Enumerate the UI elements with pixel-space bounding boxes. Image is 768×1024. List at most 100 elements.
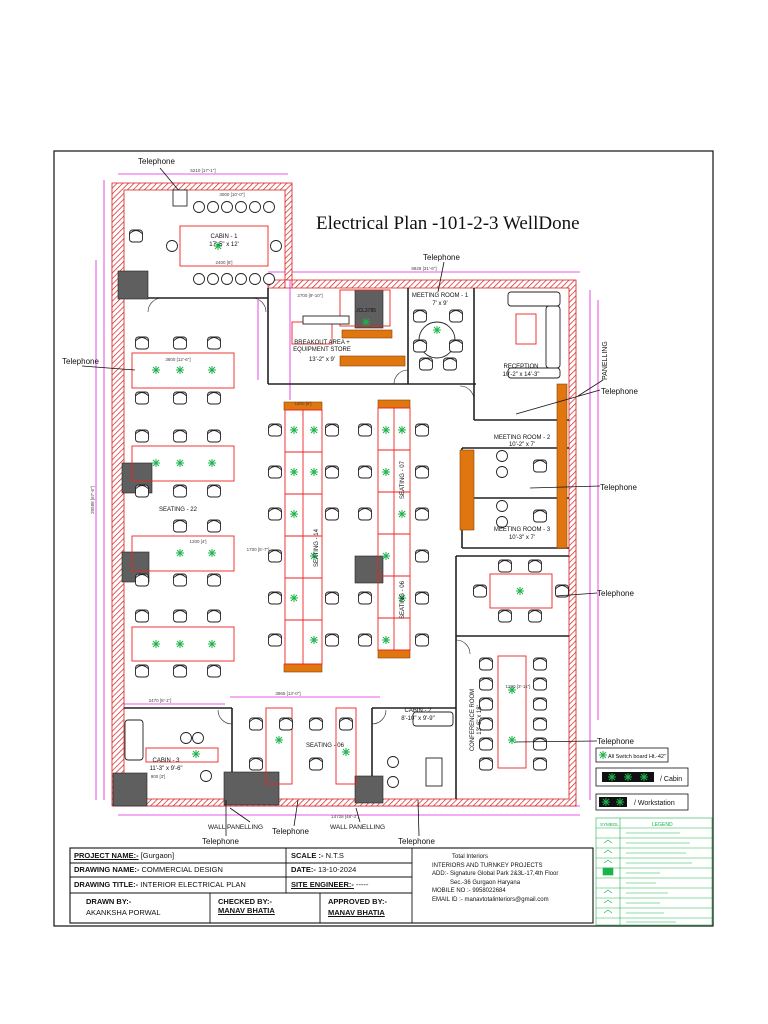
dimension-text: 20588 [67'-6"] [90, 486, 95, 514]
workstation-desks [131, 225, 553, 785]
project-name-value: [Gurgaon] [140, 851, 175, 860]
room-name-cabin1: CABIN - 1 [210, 234, 238, 240]
telephone-label: Telephone [423, 253, 460, 262]
telephone-label: Telephone [398, 837, 435, 846]
telephone-label: Telephone [597, 737, 634, 746]
furniture [124, 291, 561, 787]
dimension-text: 1200 [3'-11"] [506, 684, 531, 689]
firm-mobile: MOBILE NO :- 9958022684 [432, 888, 506, 895]
title-block [69, 847, 594, 924]
room-name-seating14: SEATING - 14 [314, 528, 320, 567]
date-field: DATE:- 13-10-2024 [291, 865, 356, 874]
legend-cabin: / Cabin [660, 776, 682, 783]
legend-switch-board: All Switch board Ht.-42" [608, 754, 666, 760]
room-name-seating22: SEATING - 22 [159, 507, 198, 513]
site-engineer-label: SITE ENGINEER:- [291, 880, 354, 889]
dimension-text: 1700 [5'-7"] [247, 547, 270, 552]
telephone-label: Telephone [601, 387, 638, 396]
wall-panelling-label: WALL PANELLING [330, 824, 385, 831]
legend-symbol-header: SYMBOL [600, 822, 619, 827]
dimension-text: 2700 [9'-10"] [297, 293, 322, 298]
dimension-text: 5210 [17'-1"] [190, 168, 215, 173]
scale-value: N.T.S [325, 851, 344, 860]
room-name-conference: CONFERENCE ROOM [470, 689, 476, 751]
site-engineer-value: ----- [356, 880, 369, 889]
firm-address-line1: ADD:- Signature Global Park 2&3L-17,4th … [432, 871, 559, 878]
chairs [129, 201, 569, 788]
scale-field: SCALE :- N.T.S [291, 851, 344, 860]
drawing-title-value: INTERIOR ELECTRICAL PLAN [140, 880, 246, 889]
checked-by-label: CHECKED BY:- [218, 897, 273, 906]
room-size-conference: 13'-6" x 18' [477, 705, 483, 734]
room-name-breakout: BREAKOUT AREA + [294, 340, 350, 346]
firm-address-line2: Sec.-36 Gurgaon Haryana [450, 879, 521, 886]
drawing-title: Electrical Plan -101-2-3 WellDone [316, 213, 580, 234]
telephone-leaders [81, 167, 604, 837]
legend-boxes: All Switch board Ht.-42" / Cabin / Works… [595, 747, 689, 811]
drawing-title-field: DRAWING TITLE:- INTERIOR ELECTRICAL PLAN [74, 880, 246, 889]
drawing-title-label: DRAWING TITLE:- [74, 880, 139, 889]
dimension-text: 3000 [10'-0"] [219, 192, 244, 197]
dimension-text: 2400 [8'] [215, 260, 232, 265]
firm-details: Total Interiors INTERIORS AND TURNKEY PR… [432, 853, 592, 905]
room-sub-breakout: EQUIPMENT STORE [293, 347, 351, 353]
room-name-seating07: SEATING - 07 [400, 460, 406, 499]
room-name-meeting1: MEETING ROOM - 1 [412, 293, 469, 299]
drawn-by-label: DRAWN BY:- [86, 897, 132, 906]
telephone-label: Telephone [597, 589, 634, 598]
telephone-label: Telephone [202, 837, 239, 846]
wall-panelling [283, 329, 568, 673]
telephone-label: Telephone [62, 357, 99, 366]
room-size-reception: 10'-2" x 14'-3" [503, 372, 540, 378]
room-size-cabin3: 11'-3" x 9'-6" [149, 766, 182, 772]
room-name-meeting2: MEETING ROOM - 2 [494, 435, 551, 441]
sheet-border [53, 150, 714, 927]
room-name-seating06-vertical: SEATING - 06 [400, 580, 406, 619]
room-size-cabin2: 8'-10" x 9'-9" [401, 716, 435, 722]
room-size-meeting1: 7' x 9' [432, 301, 447, 307]
dimension-text: 8828 [31'-6"] [411, 266, 436, 271]
date-value: 13-10-2024 [317, 865, 357, 874]
legend-table [595, 817, 713, 926]
checked-by-value: MANAV BHATIA [218, 906, 275, 915]
door-swings [147, 297, 475, 725]
firm-email: EMAIL ID :- manavtotalinteriors@gmail.co… [432, 896, 549, 903]
room-name-meeting3: MEETING ROOM - 3 [494, 527, 551, 533]
drawing-name-value: COMMERCIAL DESIGN [141, 865, 223, 874]
drawing-name-field: DRAWING NAME:- COMMERCIAL DESIGN [74, 865, 223, 874]
telephone-label: Telephone [600, 483, 637, 492]
room-size-meeting2: 10'-2" x 7' [509, 442, 535, 448]
panelling-label: PANELLING [602, 341, 609, 380]
room-name-reception: RECEPTION [503, 364, 538, 370]
room-size-cabin1: 17'-5" x 12' [209, 242, 238, 248]
approved-by-label: APPROVED BY:- [328, 897, 388, 906]
dimension-text: 1800 [6'] [294, 401, 311, 406]
store-code-label: JCL3785 [356, 308, 376, 314]
drawing-name-label: DRAWING NAME:- [74, 865, 140, 874]
date-label: DATE:- [291, 865, 316, 874]
wall-panelling-label: WALL PANELLING [208, 824, 263, 831]
room-size-meeting3: 10'-3" x 7' [509, 535, 535, 541]
site-engineer-field: SITE ENGINEER:- ----- [291, 880, 369, 889]
room-size-breakout: 13'-2" x 9' [309, 357, 335, 363]
dimension-text: 3800 [12'-6"] [165, 357, 190, 362]
firm-description: INTERIORS AND TURNKEY PROJECTS [432, 862, 543, 869]
legend-workstation: / Workstation [634, 800, 675, 807]
dimension-text: 2470 [8'-1"] [149, 698, 172, 703]
dimension-text: 14728 [48'-3"] [331, 814, 359, 819]
drawn-by-value: AKANKSHA PORWAL [86, 908, 161, 917]
room-name-cabin2: CABIN - 2 [404, 708, 432, 714]
room-name-cabin3: CABIN - 3 [152, 758, 180, 764]
firm-name: Total Interiors [452, 854, 489, 860]
room-name-seating06-bottom: SEATING - 06 [306, 743, 345, 749]
project-name-label: PROJECT NAME:- [74, 851, 139, 860]
dimension-text: 1200 [4'] [189, 539, 206, 544]
scale-label: SCALE :- [291, 851, 324, 860]
legend-legend-header: LEGEND [652, 822, 673, 828]
telephone-label: Telephone [138, 157, 175, 166]
telephone-label: Telephone [272, 827, 309, 836]
dimension-text: 3965 [13'-0"] [275, 691, 300, 696]
project-name-field: PROJECT NAME:- [Gurgaon] [74, 851, 174, 860]
approved-by-value: MANAV BHATIA [328, 908, 385, 917]
